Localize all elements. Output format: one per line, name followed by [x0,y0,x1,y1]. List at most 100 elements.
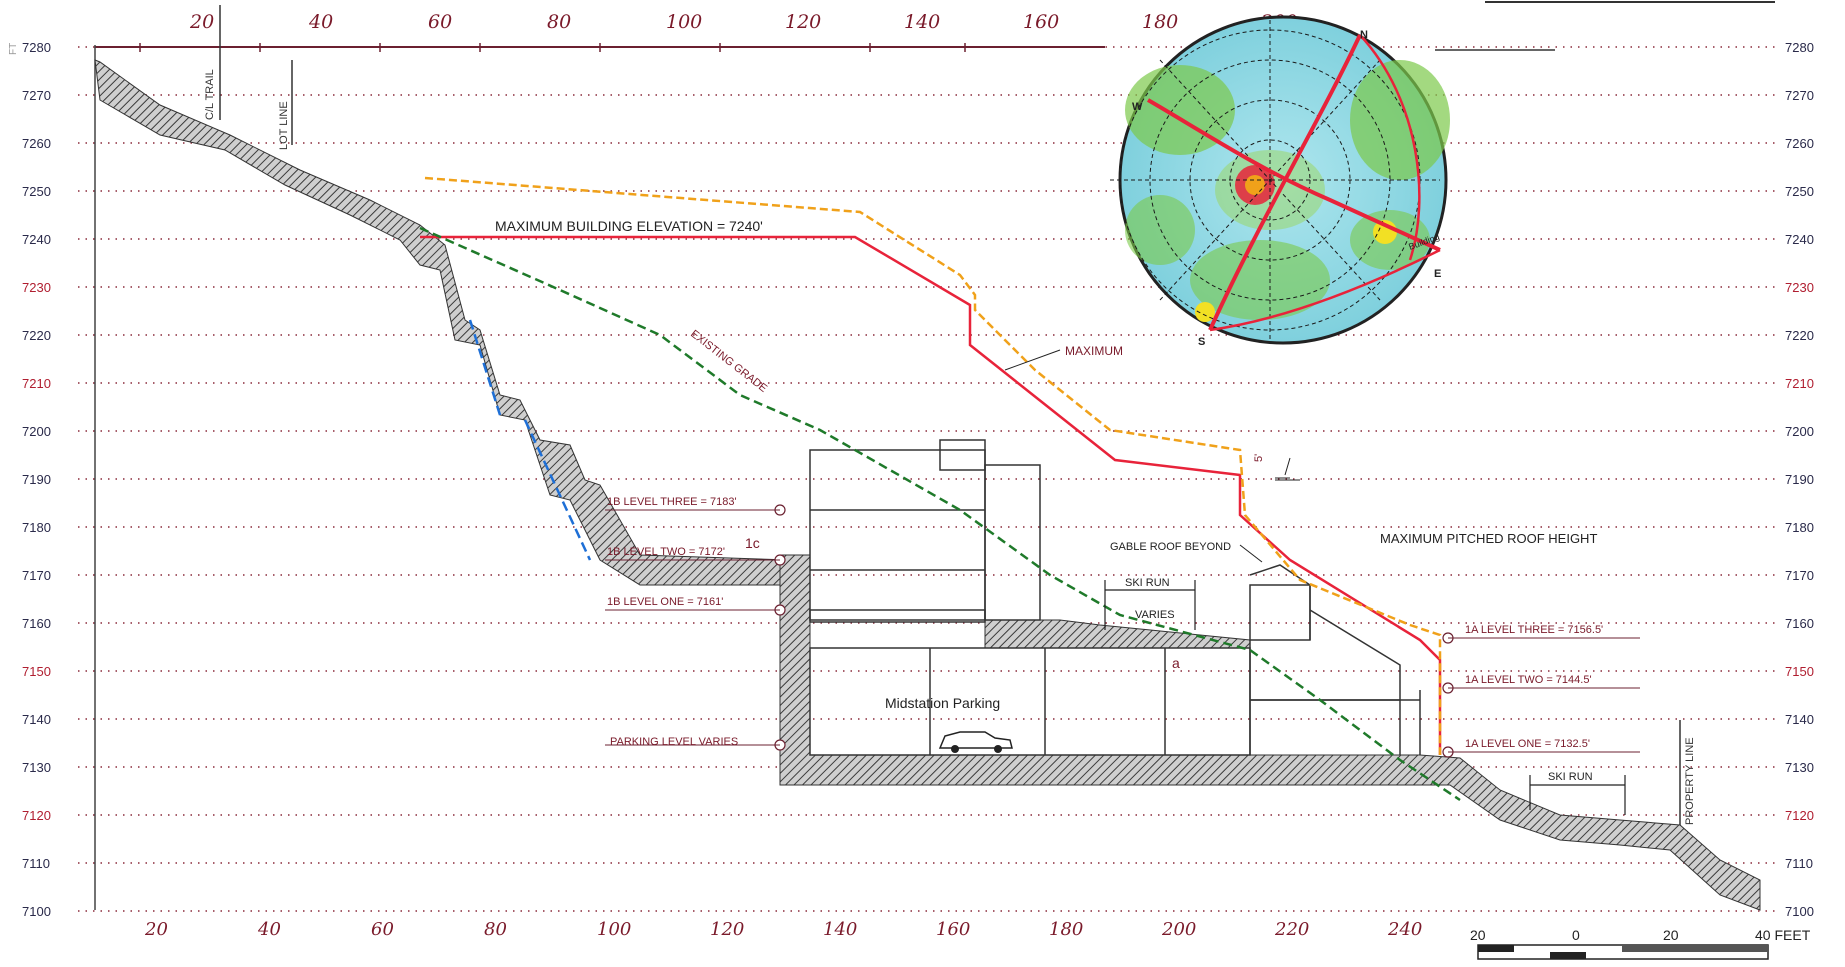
terrain-section-lower [779,554,1761,911]
right-tick-label: 7150 [1785,664,1814,679]
right-tick-label: 7220 [1785,328,1814,343]
level-parking: PARKING LEVEL VARIES [610,736,738,748]
top-tick-label: 80 [547,11,571,33]
top-tick-label: 60 [428,11,452,33]
maximum-label: MAXIMUM [1065,344,1123,358]
bottom-tick-label: 140 [823,919,857,940]
scale-bar: 20 0 20 40 FEET [1470,927,1811,960]
top-tick-label: 20 [189,11,214,33]
scale-tick-20-left: 20 [1470,927,1486,943]
level-1a-one: 1A LEVEL ONE = 7132.5' [1465,738,1590,750]
parking-structure [809,647,1251,756]
right-tick-label: 7210 [1785,376,1814,391]
gable-roof-leader [1239,544,1263,563]
max-pitched-roof-line [424,176,1442,755]
car-icon [938,731,1013,753]
right-tick-label: 7250 [1785,184,1814,199]
right-tick-label: 7180 [1785,520,1814,535]
right-tick-label: 7100 [1785,904,1814,919]
ski-run-label-2: SKI RUN [1548,771,1593,783]
sun-south-label: S [1198,336,1205,348]
cut-line-lower [523,419,592,561]
right-tick-label: 7190 [1785,472,1814,487]
bottom-tick-label: 120 [710,919,744,940]
sun-west-label: W [1132,101,1143,113]
bottom-tick-label: 40 [257,919,281,940]
left-tick-label: 7280 [22,40,51,55]
max-pitched-roof-leader [1284,457,1291,476]
level-1a-two: 1A LEVEL TWO = 7144.5' [1465,674,1592,686]
left-tick-label: 7160 [22,616,51,631]
existing-grade-label: EXISTING GRADE [688,328,769,395]
left-tick-label: 7180 [22,520,51,535]
property-line-label: PROPERTY LINE [1684,737,1696,825]
left-tick-label: 7100 [22,904,51,919]
right-tick-label: 7270 [1785,88,1814,103]
top-tick-label: 120 [785,11,821,33]
sun-east-label: E [1434,268,1441,280]
left-tick-label: 7260 [22,136,51,151]
level-1a-three: 1A LEVEL THREE = 7156.5' [1465,624,1603,636]
right-tick-label: 7110 [1785,856,1813,871]
trail-label: C/L TRAIL [204,69,216,120]
level-1b-one: 1B LEVEL ONE = 7161' [607,596,723,608]
top-tick-label: 100 [666,11,702,33]
left-tick-label: 7240 [22,232,51,247]
left-tick-label: 7190 [22,472,51,487]
maximum-envelope-line [420,235,1442,755]
gable-roof-label: GABLE ROOF BEYOND [1110,541,1231,553]
marker-1c: 1c [745,535,760,551]
level-1b-three: 1B LEVEL THREE = 7183' [607,496,737,508]
offset-label: 5' [1253,454,1265,462]
right-tick-label: 7260 [1785,136,1814,151]
bottom-tick-label: 20 [144,919,168,940]
right-tick-label: 7160 [1785,616,1814,631]
bottom-tick-label: 240 [1387,919,1422,940]
max-pitched-roof-label: MAXIMUM PITCHED ROOF HEIGHT [1380,531,1597,546]
left-tick-label: 7120 [22,808,51,823]
level-1b-two: 1B LEVEL TWO = 7172' [607,546,725,558]
midstation-parking-label: Midstation Parking [885,695,1000,711]
ski-run-dimension-1 [1104,580,1196,630]
bottom-tick-label: 220 [1274,919,1309,940]
left-elevation-axis: 7280727072607250724072307220721072007190… [22,40,51,919]
left-tick-label: 7140 [22,712,51,727]
maximum-leader [1004,349,1061,371]
left-tick-label: 7200 [22,424,51,439]
building-1b [809,439,1041,623]
left-tick-label: 7230 [22,280,51,295]
top-tick-label: 160 [1023,11,1059,33]
left-tick-label: 7250 [22,184,51,199]
level-leaders [605,509,1640,753]
bottom-tick-label: 160 [936,919,970,940]
bottom-tick-label: 100 [597,919,631,940]
ski-run-slab [984,619,1251,649]
bottom-tick-label: 80 [484,919,507,940]
sun-path-chart: N S E W Building [1110,15,1450,348]
ski-run-dimension-2 [1529,775,1626,815]
right-tick-label: 7200 [1785,424,1814,439]
bottom-tick-label: 200 [1161,919,1196,940]
lot-line-label: LOT LINE [278,101,290,150]
top-tick-label: 180 [1142,11,1178,33]
varies-label: VARIES [1135,609,1175,621]
right-tick-label: 7240 [1785,232,1814,247]
max-building-elevation-label: MAXIMUM BUILDING ELEVATION = 7240' [495,218,763,234]
left-tick-label: 7150 [22,664,51,679]
sun-north-label: N [1360,29,1368,41]
bottom-tick-label: 180 [1049,919,1083,940]
right-tick-label: 7230 [1785,280,1814,295]
top-tick-label: 40 [308,11,333,33]
cut-line-upper [468,319,502,416]
left-tick-label: 7130 [22,760,51,775]
top-ruler-ticks [139,43,966,52]
marker-a: a [1172,655,1180,671]
scale-tick-40-feet: 40 FEET [1755,927,1811,943]
right-tick-label: 7130 [1785,760,1814,775]
ski-run-label-1: SKI RUN [1125,577,1170,589]
left-tick-label: 7270 [22,88,51,103]
right-tick-label: 7170 [1785,568,1814,583]
left-tick-label: 7220 [22,328,51,343]
